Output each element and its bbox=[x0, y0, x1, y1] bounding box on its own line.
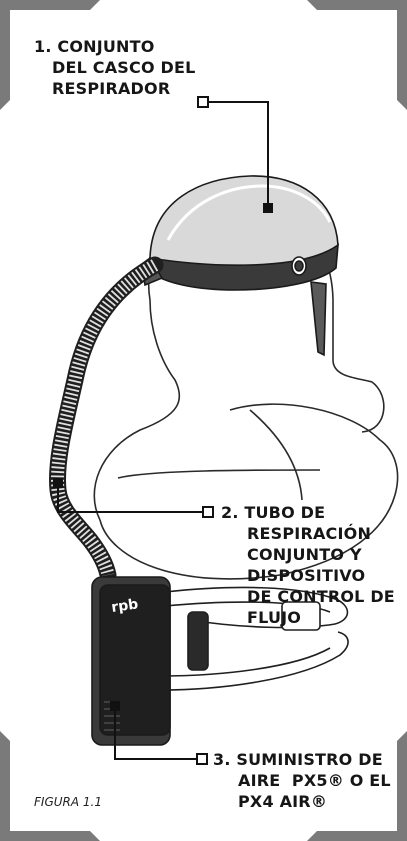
label-helmet-line-2: DEL CASCO DEL bbox=[34, 57, 196, 78]
label-air-supply: 3. SUMINISTRO DE AIRE PX5® O EL PX4 AIR® bbox=[213, 749, 391, 812]
label-breathing-hose: 2. TUBO DE RESPIRACIÓN CONJUNTO Y DISPOS… bbox=[221, 502, 395, 628]
frame-corner-bottom-left bbox=[0, 731, 100, 841]
callout-square-helmet bbox=[198, 97, 208, 107]
label-hose-line-3: CONJUNTO Y bbox=[221, 544, 395, 565]
label-helmet-line-3: RESPIRADOR bbox=[34, 78, 196, 99]
label-hose-line-4: DISPOSITIVO bbox=[221, 565, 395, 586]
belt-clip bbox=[188, 612, 208, 670]
figure-caption: FIGURA 1.1 bbox=[34, 795, 102, 809]
callout-square-hose bbox=[203, 507, 213, 517]
label-hose-line-1: 2. TUBO DE bbox=[221, 502, 395, 523]
callout-dot-hose bbox=[53, 478, 63, 488]
helmet bbox=[142, 176, 338, 355]
leader-hose bbox=[58, 482, 203, 512]
label-hose-line-6: FLUJO bbox=[221, 607, 395, 628]
callout-dot-air-supply bbox=[110, 701, 120, 711]
label-air-line-1: 3. SUMINISTRO DE bbox=[213, 749, 391, 770]
label-helmet-line-1: 1. CONJUNTO bbox=[34, 36, 196, 57]
label-helmet-assembly: 1. CONJUNTO DEL CASCO DEL RESPIRADOR bbox=[34, 36, 196, 99]
label-hose-line-5: DE CONTROL DE bbox=[221, 586, 395, 607]
callout-square-air-supply bbox=[197, 754, 207, 764]
label-air-line-2: AIRE PX5® O EL bbox=[213, 770, 391, 791]
label-air-line-3: PX4 AIR® bbox=[213, 791, 391, 812]
frame-corner-top-right bbox=[307, 0, 407, 110]
callout-dot-helmet bbox=[263, 203, 273, 213]
label-hose-line-2: RESPIRACIÓN bbox=[221, 523, 395, 544]
